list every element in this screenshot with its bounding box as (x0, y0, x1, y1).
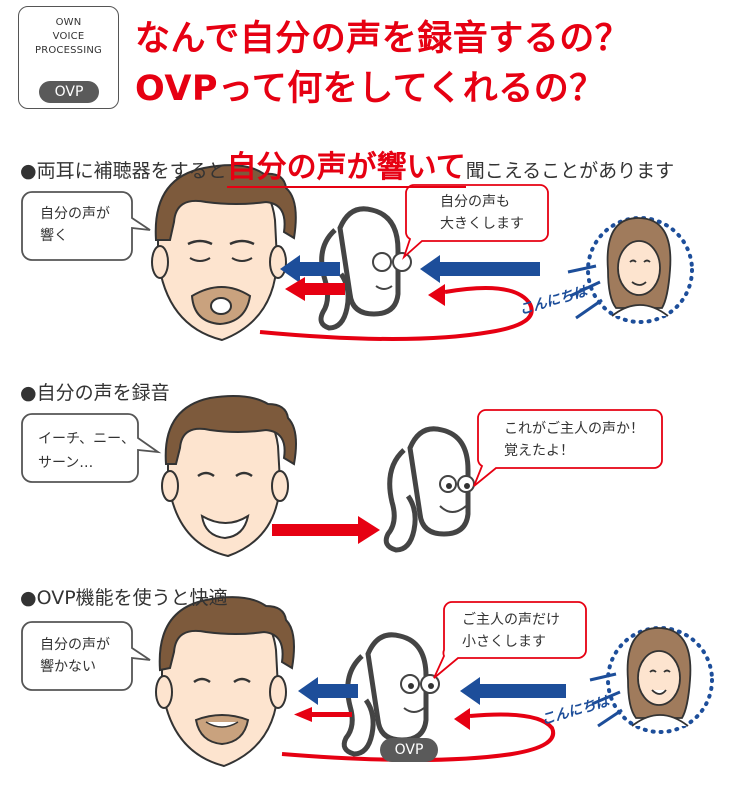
aid-bubble-1-line2: 大きくします (440, 216, 524, 232)
page-title-line2: OVPって何をしてくれるの？ (135, 69, 605, 109)
logo-text-processing: PROCESSING (34, 45, 103, 56)
man-speech-bubble-3 (21, 621, 151, 691)
man-bubble-2-line2: サーン… (38, 455, 94, 471)
arrow-record (272, 516, 380, 544)
man-face-3 (155, 596, 295, 768)
arrows-section-3 (281, 677, 566, 762)
section1-emphasis-wrap: 自分の声が響いて (226, 142, 466, 188)
arrows-section-1 (259, 255, 540, 341)
aid-bubble-3-line2: 小さくします (462, 634, 546, 650)
aid-bubble-2-line2: 覚えたよ！ (504, 443, 574, 459)
man-bubble-1-line2: 響く (40, 228, 68, 244)
sound-lines-1 (567, 264, 603, 320)
section-heading-2: ●自分の声を録音 (20, 382, 170, 404)
hearing-aid-character-3 (341, 632, 440, 757)
logo-badge: OVP (39, 81, 99, 103)
man-speech-bubble-2 (21, 413, 162, 483)
woman-character-1 (586, 216, 694, 324)
man-bubble-3-line1: 自分の声が (40, 637, 110, 653)
aid-speech-bubble-1 (402, 184, 549, 260)
section-heading-1: ●両耳に補聴器をすると自分の声が響いて聞こえることがあります (20, 142, 675, 188)
man-bubble-3-line2: 響かない (40, 659, 96, 675)
aid-bubble-2-line1: これがご主人の声か！ (504, 421, 644, 437)
section1-emphasis: 自分の声が響いて (226, 150, 466, 185)
man-bubble-2-line1: イーチ、ニー、 (38, 431, 136, 447)
ovp-badge: OVP (380, 738, 438, 762)
aid-speech-bubble-3 (433, 601, 587, 679)
man-speech-bubble-1 (21, 191, 151, 261)
ovp-logo: OWN VOICE PROCESSING OVP (18, 6, 119, 109)
logo-text-voice: VOICE (52, 31, 85, 42)
man-face-2 (161, 395, 297, 558)
aid-bubble-1-line1: 自分の声も (440, 194, 510, 210)
section-heading-3: ●OVP機能を使うと快適 (20, 587, 228, 609)
sound-lines-2 (589, 672, 623, 728)
logo-text-own: OWN (55, 17, 82, 28)
aid-speech-bubble-2 (473, 409, 663, 487)
man-face-1 (151, 164, 297, 342)
page-title-line1: なんで自分の声を録音するの？ (135, 19, 631, 59)
hearing-aid-character-2 (383, 426, 475, 553)
section1-prefix: ●両耳に補聴器をすると (20, 160, 227, 182)
man-bubble-1-line1: 自分の声が (40, 206, 110, 222)
section1-suffix: 聞こえることがあります (465, 160, 675, 182)
aid-bubble-3-line1: ご主人の声だけ (462, 612, 560, 628)
woman-character-2 (606, 626, 714, 734)
